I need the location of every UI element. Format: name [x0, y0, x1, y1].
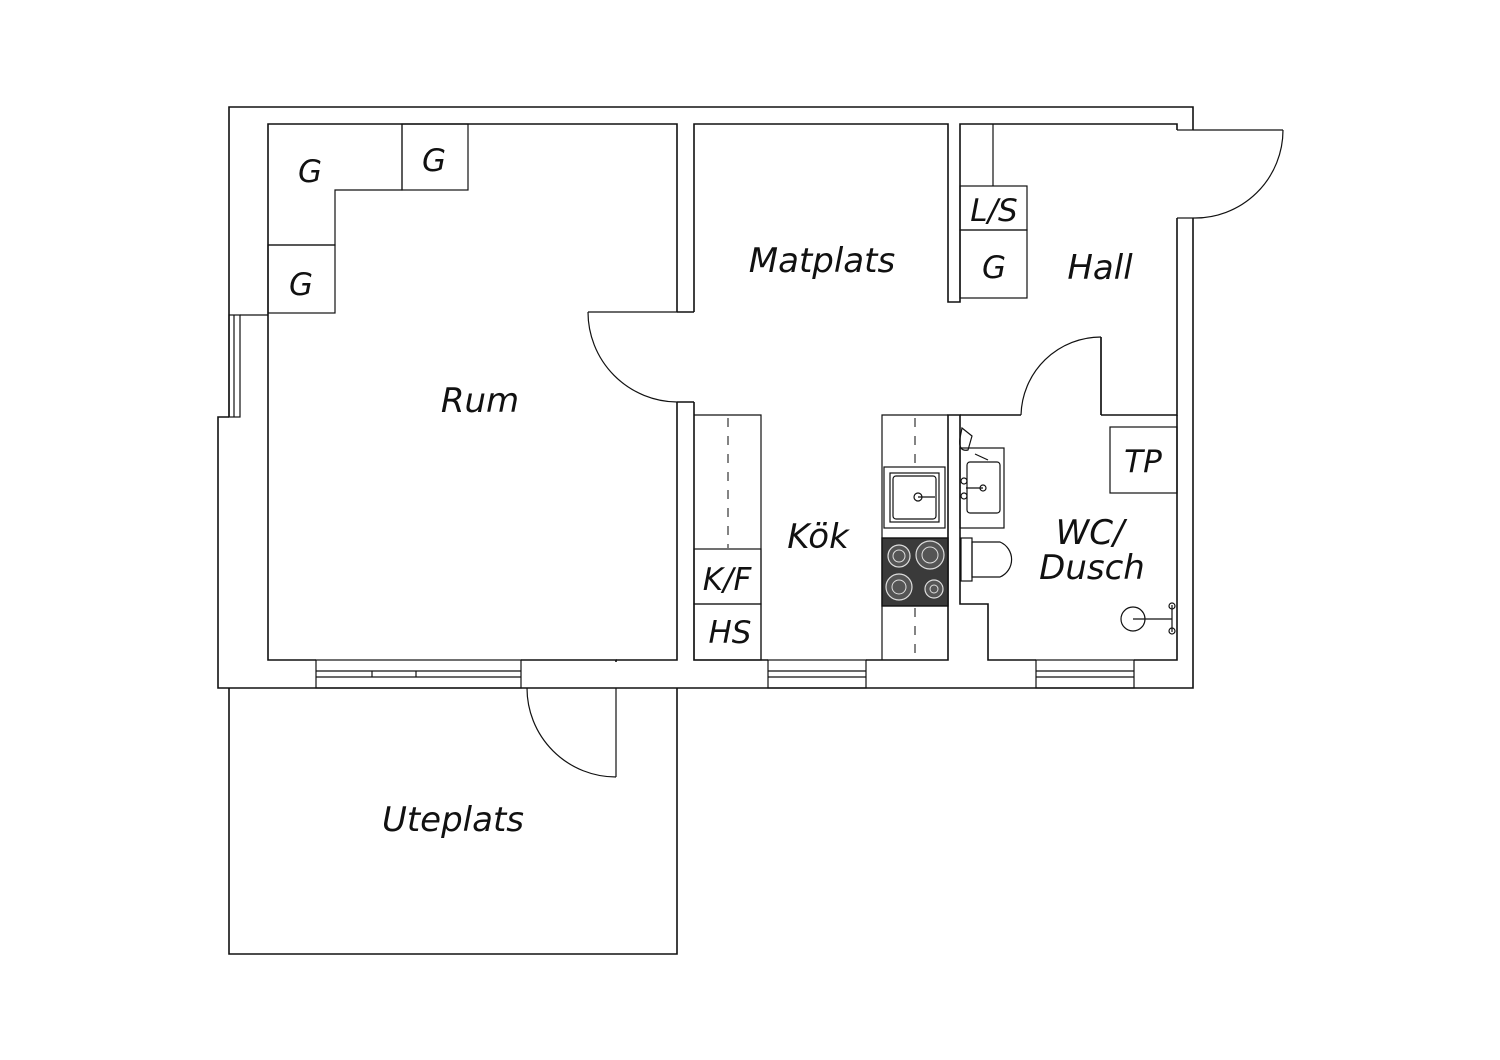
patio-outline — [228, 688, 678, 955]
wardrobe-label-1: G — [298, 154, 322, 190]
shower-mixer-icon — [1120, 602, 1176, 635]
room-label-kok: Kök — [787, 517, 850, 557]
room-label-dusch: Dusch — [1039, 548, 1145, 588]
wardrobe-label-3: G — [289, 267, 313, 303]
washing-machine-box — [1109, 426, 1178, 494]
room-label-hall: Hall — [1067, 248, 1133, 288]
wardrobe-label-2: G — [422, 143, 446, 179]
exterior-walls — [217, 106, 1194, 689]
stove-icon — [881, 537, 949, 607]
window-kok — [767, 659, 867, 689]
wardrobes-rum — [267, 123, 469, 314]
room-label-wc: WC/ — [1056, 513, 1128, 553]
fridge-freezer-label: K/F — [703, 562, 753, 598]
window-left — [228, 314, 268, 418]
room-label-matplats: Matplats — [749, 241, 895, 281]
hall-storage — [959, 124, 1028, 299]
tall-cabinet-label: HS — [709, 615, 752, 651]
toilet-icon — [960, 537, 1013, 582]
shower-head-icon — [959, 426, 989, 461]
kitchen-sink-icon — [883, 466, 946, 529]
door-wc — [1020, 336, 1102, 416]
linen-storage-label: L/S — [970, 193, 1017, 229]
room-label-rum: Rum — [441, 381, 519, 421]
kitchen-left-counter — [693, 414, 762, 661]
washing-machine-label: TP — [1124, 444, 1162, 480]
door-rum — [587, 311, 678, 403]
washbasin-icon — [959, 447, 1005, 529]
interior-walls — [267, 123, 1178, 662]
window-rum — [315, 659, 522, 689]
door-uteplats — [526, 687, 617, 778]
window-wc — [1035, 659, 1135, 689]
wardrobe-label-hall: G — [982, 250, 1006, 286]
door-entrance — [1177, 129, 1284, 219]
room-label-uteplats: Uteplats — [382, 800, 524, 840]
